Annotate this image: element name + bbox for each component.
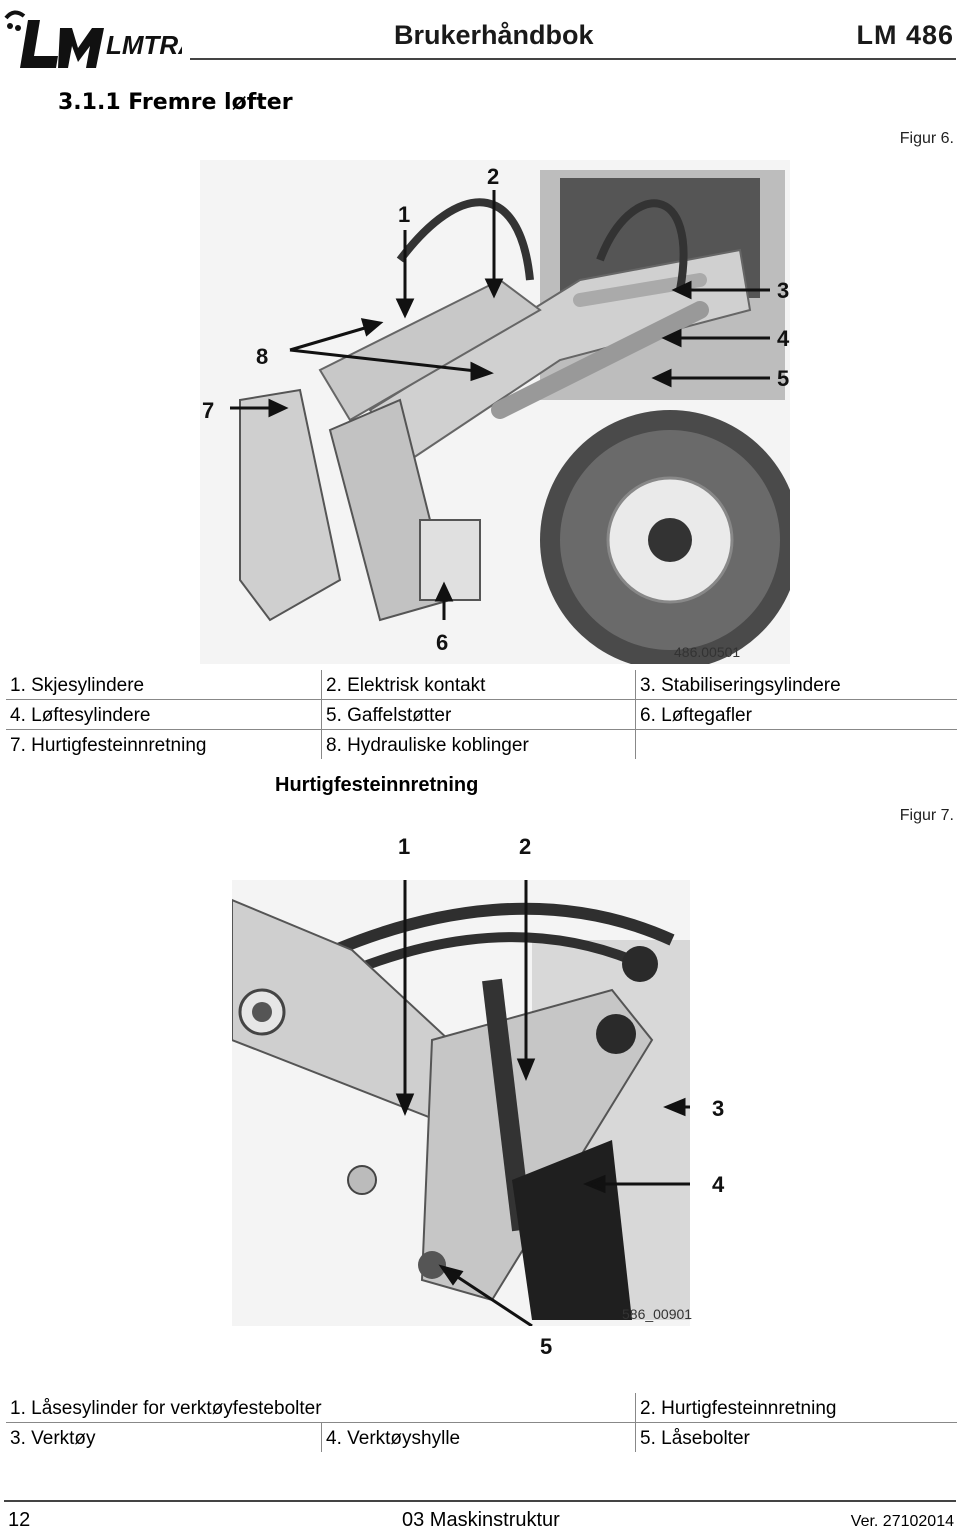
photo-reference-id: 586_00901	[622, 1306, 693, 1322]
legend-item: 4. Verktøyshylle	[321, 1422, 636, 1452]
document-title: Brukerhåndbok	[394, 20, 594, 50]
chapter-title: 03 Maskinstruktur	[402, 1509, 560, 1531]
model-number: LM 486	[856, 20, 954, 50]
callout-5: 5	[777, 366, 789, 391]
callout-3: 3	[712, 1096, 724, 1121]
legend-row: 1. Låsesylinder for verktøyfestebolter 2…	[6, 1393, 957, 1423]
legend-item: 5. Låsebolter	[635, 1422, 957, 1452]
legend-item: 3. Stabiliseringsylindere	[635, 670, 957, 700]
callout-8: 8	[256, 344, 268, 369]
figure-7-label: Figur 7.	[899, 807, 954, 824]
subsection-heading: Hurtigfesteinnretning	[275, 774, 479, 796]
legend-item: 6. Løftegafler	[635, 699, 957, 730]
legend-item: 1. Skjesylindere	[6, 670, 322, 700]
callout-1: 1	[398, 834, 410, 859]
version-label: Ver. 27102014	[850, 1513, 954, 1530]
legend-row: 7. Hurtigfesteinnretning 8. Hydrauliske …	[6, 729, 957, 759]
legend-item: 2. Hurtigfesteinnretning	[635, 1393, 957, 1423]
callout-5: 5	[540, 1334, 552, 1359]
section-heading: 3.1.1 Fremre løfter	[58, 90, 293, 115]
legend-item	[635, 729, 957, 759]
front-loader-photo: 1 2 3 4 5 6 7 8	[200, 160, 790, 664]
callout-4: 4	[777, 326, 790, 351]
callout-1: 1	[398, 202, 410, 227]
legend-item: 4. Løftesylindere	[6, 699, 322, 730]
callout-6: 6	[436, 630, 448, 655]
figure-6-label: Figur 6.	[899, 130, 954, 147]
callout-7: 7	[202, 398, 214, 423]
figure-7-callouts: 1 2 3 4 5	[398, 834, 725, 1359]
brand-wordmark: LMTRAC	[106, 30, 182, 60]
callout-2: 2	[519, 834, 531, 859]
legend-item: 3. Verktøy	[10, 1428, 96, 1449]
legend-item: 1. Låsesylinder for verktøyfestebolter	[6, 1393, 636, 1423]
quick-coupler-photo	[232, 880, 690, 1326]
legend-item: 8. Hydrauliske koblinger	[321, 729, 636, 759]
legend-item: 5. Gaffelstøtter	[321, 699, 636, 730]
legend-row: 3. Verktøy 4. Verktøyshylle 5. Låsebolte…	[6, 1422, 957, 1452]
callout-3: 3	[777, 278, 789, 303]
figure-7-legend: 1. Låsesylinder for verktøyfestebolter 2…	[6, 1393, 957, 1452]
page-number: 12	[8, 1509, 31, 1531]
footer-divider	[4, 1500, 956, 1502]
legend-row: 4. Løftesylindere 5. Gaffelstøtter 6. Lø…	[6, 699, 957, 730]
callout-2: 2	[487, 164, 499, 189]
figure-6-legend: 1. Skjesylindere 2. Elektrisk kontakt 3.…	[6, 670, 957, 759]
legend-item: 2. Elektrisk kontakt	[321, 670, 636, 700]
brand-logo: LMTRAC	[2, 6, 217, 70]
callout-4: 4	[712, 1172, 725, 1197]
photo-reference-id: 486.00501	[674, 644, 741, 660]
header-divider	[190, 58, 956, 60]
legend-item: 7. Hurtigfesteinnretning	[10, 735, 207, 756]
legend-row: 1. Skjesylindere 2. Elektrisk kontakt 3.…	[6, 670, 957, 700]
